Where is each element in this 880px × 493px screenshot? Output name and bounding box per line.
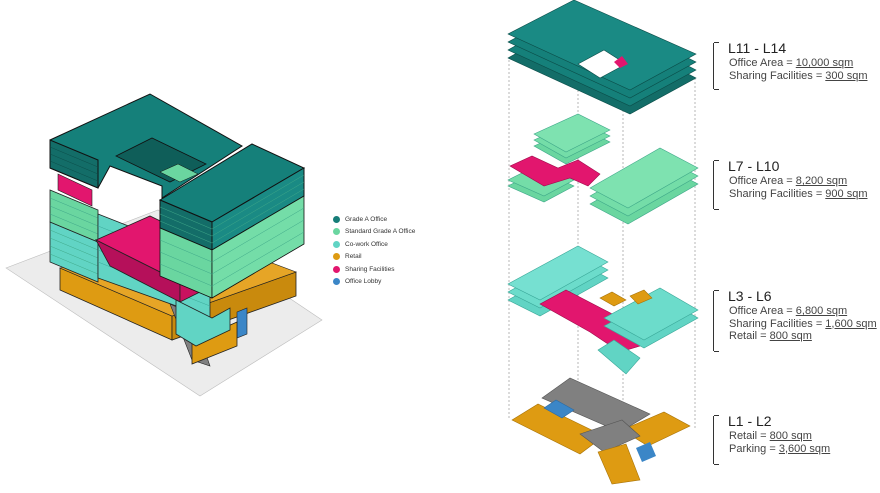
level-bracket <box>713 160 719 210</box>
legend-label: Co-work Office <box>345 240 388 248</box>
level-bracket <box>713 290 719 352</box>
level-bracket <box>713 415 719 465</box>
legend-item: Office Lobby <box>333 276 415 287</box>
level-l11-l14: L11 - L14 Office Area = 10,000 sqm Shari… <box>713 40 868 90</box>
legend-label: Standard Grade A Office <box>345 228 416 236</box>
exploded-levels <box>507 0 699 485</box>
level-title: L1 - L2 <box>728 413 772 429</box>
legend-item: Co-work Office <box>333 239 415 250</box>
level-l1-l2: L1 - L2 Retail = 800 sqm Parking = 3,600… <box>713 413 831 465</box>
stack-l7-l10 <box>507 113 699 225</box>
level-title: L3 - L6 <box>728 288 772 304</box>
tower-floorlines <box>159 174 305 287</box>
legend-swatch <box>333 240 340 248</box>
legend-item: Sharing Facilities <box>333 264 415 275</box>
legend-label: Sharing Facilities <box>345 265 395 273</box>
legend-label: Office Lobby <box>345 277 382 285</box>
level-metric: Office Area = 8,200 sqm <box>729 175 848 187</box>
level-metric: Office Area = 10,000 sqm <box>729 57 854 69</box>
level-metric: Sharing Facilities = 300 sqm <box>729 69 868 82</box>
level-metric: Retail = 800 sqm <box>729 430 812 442</box>
level-metric: Sharing Facilities = 1,600 sqm <box>729 317 877 330</box>
legend-swatch <box>333 265 340 273</box>
l1-lobby-right <box>636 442 656 462</box>
courtyard-floor <box>159 163 199 183</box>
level-metric: Retail = 800 sqm <box>729 330 812 343</box>
level-metric: Sharing Facilities = 900 sqm <box>729 187 868 200</box>
legend-label: Grade A Office <box>345 216 388 223</box>
l7-sharing <box>509 155 601 187</box>
stack-l11-l14 <box>507 0 697 115</box>
legend-swatch <box>333 277 340 285</box>
sharing-inner <box>57 173 93 207</box>
level-l3-l6: L3 - L6 Office Area = 6,800 sqm Sharing … <box>713 288 877 352</box>
level-bracket <box>713 42 719 90</box>
office-lobby <box>236 307 248 339</box>
level-title: L7 - L10 <box>728 158 780 174</box>
l1-parking <box>541 377 651 433</box>
l1-ramp <box>597 443 641 485</box>
legend-swatch <box>333 253 340 261</box>
legend-swatch <box>333 216 340 223</box>
legend-item: Retail <box>333 251 415 262</box>
standard-block-floorlines <box>49 197 99 275</box>
legend-item: Standard Grade A Office <box>333 226 415 237</box>
l1-parking-mid <box>579 419 641 453</box>
assembled-building <box>5 93 323 397</box>
level-metric: Office Area = 6,800 sqm <box>729 305 848 317</box>
level-title: L11 - L14 <box>728 40 787 56</box>
stack-l1-l2 <box>511 377 691 485</box>
level-metric: Parking = 3,600 sqm <box>729 442 831 455</box>
l1-lobby <box>543 399 575 419</box>
l3-retail <box>599 291 627 307</box>
legend-item: Grade A Office <box>333 214 415 225</box>
legend-swatch <box>333 228 340 236</box>
cowork-lower-right <box>175 299 231 347</box>
l1-retail-right <box>621 411 691 447</box>
legend-label: Retail <box>345 253 362 261</box>
stack-l3-l6 <box>507 245 699 375</box>
l11-sharing <box>614 56 628 68</box>
grade-a-floorlines-left <box>49 146 99 182</box>
level-l7-l10: L7 - L10 Office Area = 8,200 sqm Sharing… <box>713 158 868 210</box>
